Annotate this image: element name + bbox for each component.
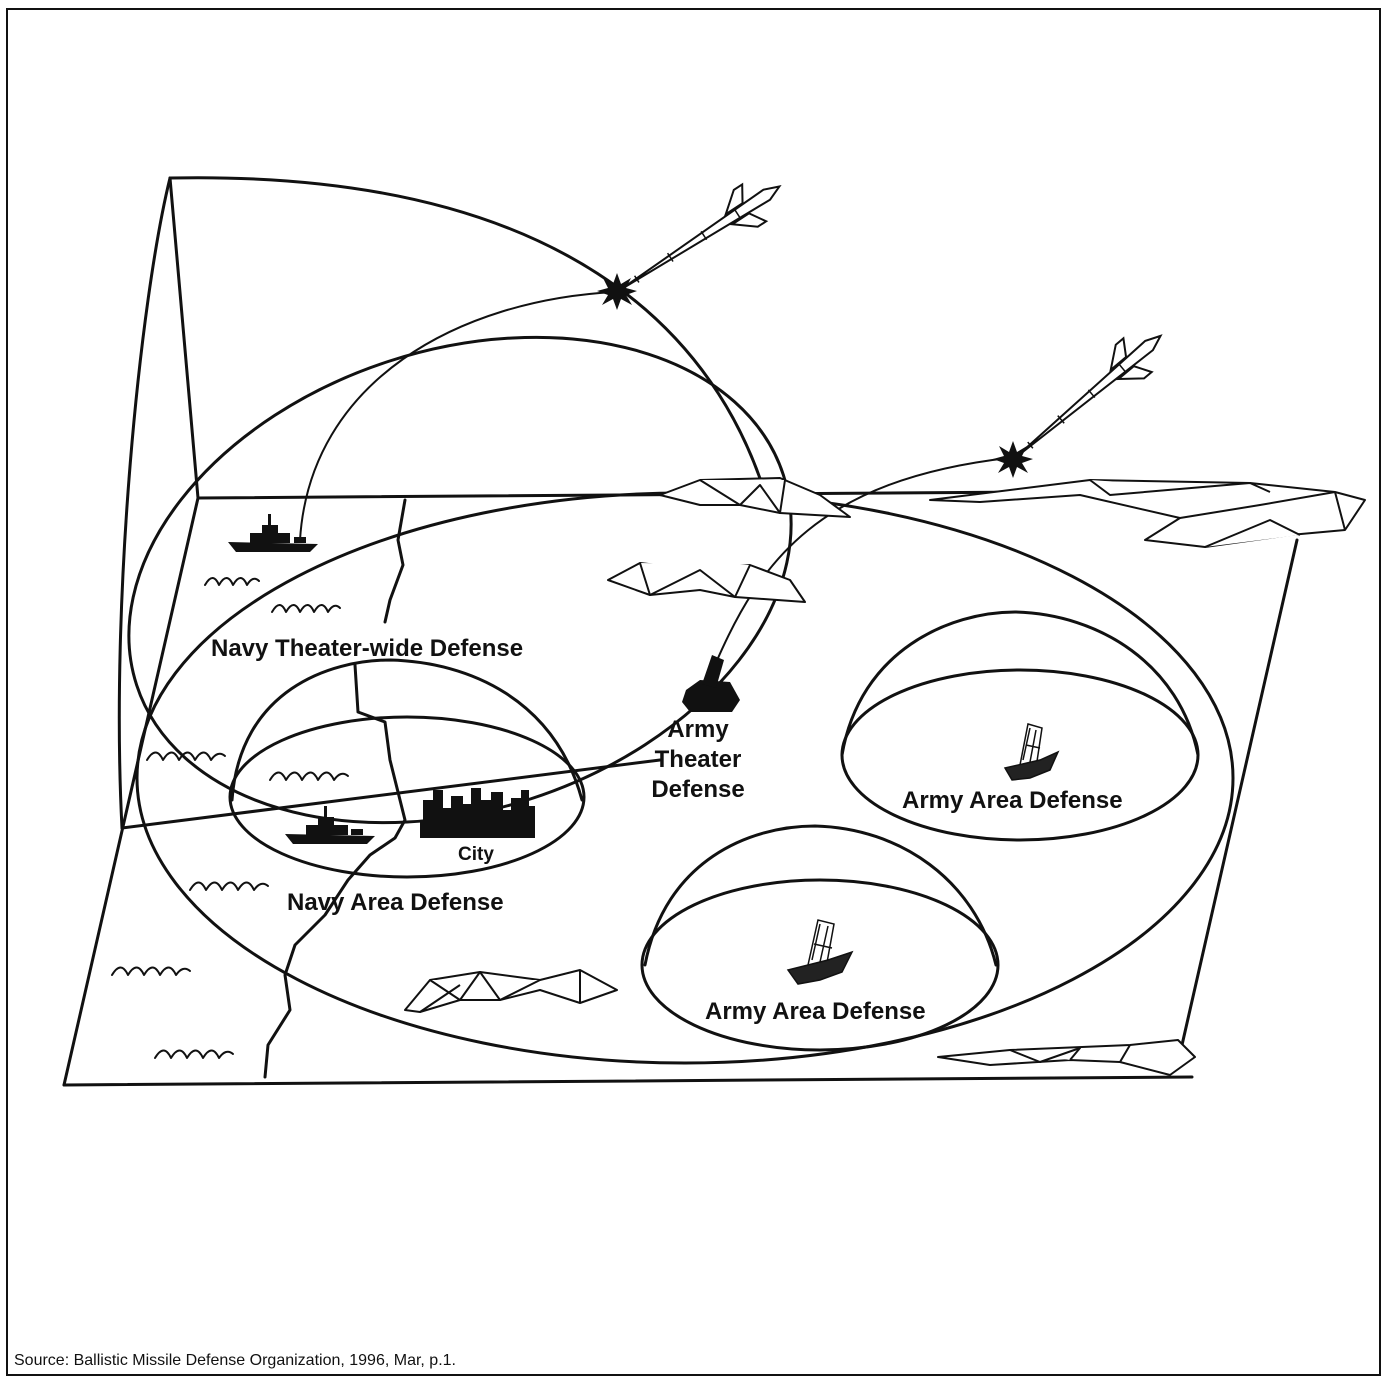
army-area-dome-1 [840, 610, 1200, 842]
floor-front-edge [62, 1075, 1194, 1087]
explosion-icon [993, 441, 1033, 478]
wave-icon [204, 577, 260, 586]
ship-icon [228, 514, 318, 552]
radar-icon [786, 919, 854, 985]
wall-base-edge [120, 758, 662, 830]
army-theater-label-line2: Theater [655, 746, 742, 773]
navy-theater-wide-label: Navy Theater-wide Defense [211, 635, 523, 662]
source-citation: Source: Ballistic Missile Defense Organi… [14, 1352, 456, 1369]
wall-vertical-edge [168, 176, 200, 500]
landmass-icon [607, 562, 806, 603]
navy-area-label: Navy Area Defense [287, 889, 504, 916]
landmass-icon [929, 479, 1366, 548]
army-theater-label-line3: Defense [651, 776, 744, 803]
navy-area-dome [228, 658, 586, 879]
missile-icon [1014, 334, 1163, 459]
army-theater-label-line1: Army [667, 716, 729, 743]
landmass-icon [937, 1039, 1196, 1076]
launcher-icon [682, 655, 740, 712]
wave-icon [269, 771, 349, 781]
theater-box [62, 176, 1307, 1087]
wave-icon [146, 751, 226, 761]
wave-icon [154, 1049, 234, 1059]
wave-icon [271, 604, 341, 613]
radar-icon [1003, 723, 1060, 781]
city-label: City [458, 844, 494, 865]
floor-right-edge [1180, 538, 1299, 1047]
landmass-icon [659, 477, 851, 518]
navy-dome-arc [168, 176, 772, 512]
wave-icon [111, 966, 191, 976]
wave-icon [189, 881, 269, 891]
army-intercept-trajectory [714, 457, 1009, 666]
wall-left-curve [117, 176, 172, 830]
city-skyline-icon [420, 788, 535, 838]
navy-intercept-trajectory [299, 291, 616, 541]
army-area-dome-2 [640, 824, 1000, 1052]
army-area-label-1: Army Area Defense [902, 787, 1123, 814]
army-area-label-2: Army Area Defense [705, 998, 926, 1025]
floor-left-edge [62, 496, 200, 1087]
missile-icon [619, 182, 782, 291]
navy-theater-wide-zone [127, 335, 793, 825]
ship-icon [285, 806, 375, 844]
landmass-icon [404, 969, 618, 1013]
coastline [263, 498, 407, 1079]
explosion-icon [597, 273, 637, 310]
